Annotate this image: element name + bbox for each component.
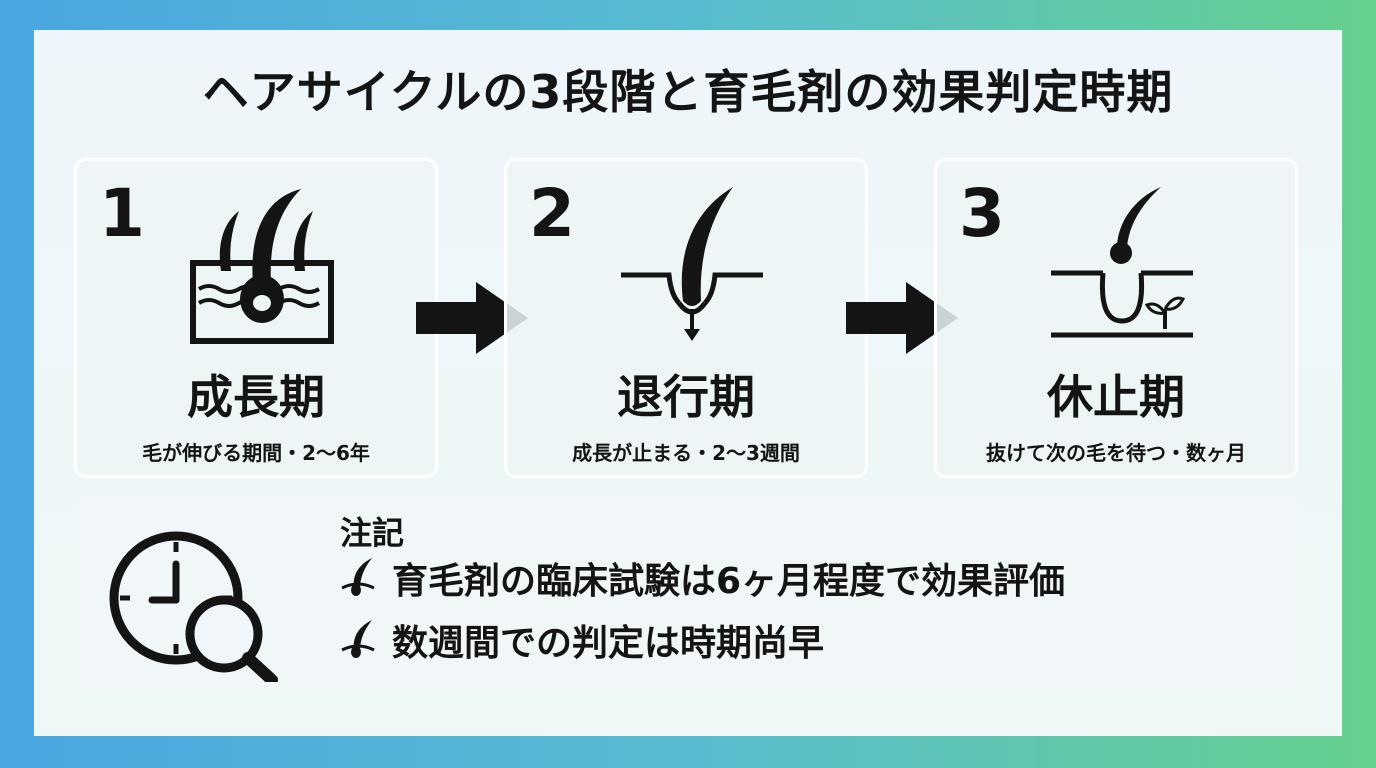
hair-follicle-bullet-icon	[341, 620, 375, 658]
note-item: 数週間での判定は時期尚早	[334, 616, 824, 664]
stage-description: 毛が伸びる期間・2〜6年	[142, 441, 370, 465]
stage-description: 成長が止まる・2〜3週間	[572, 441, 800, 465]
notes-box: 注記 育毛剤の臨床試験は6ヶ月程度で効果評価 数週間での判定は時期尚早	[78, 496, 1298, 692]
stage-name: 成長期	[187, 370, 325, 424]
notes-heading: 注記	[340, 514, 405, 552]
hair-follicle-bullet-icon	[341, 558, 375, 596]
note-text: 数週間での判定は時期尚早	[392, 623, 825, 664]
stage-name: 休止期	[1047, 370, 1185, 424]
stage-number: 2	[529, 175, 575, 252]
stage-card-telogen: 3 休止期 抜けて次の毛を待つ・数ヶ月	[934, 158, 1298, 478]
right-arrow-icon	[846, 282, 958, 358]
note-item: 育毛剤の臨床試験は6ヶ月程度で効果評価	[334, 554, 1065, 602]
growing-hair-follicle-icon	[177, 183, 347, 357]
shrinking-hair-follicle-icon	[607, 183, 777, 357]
stage-number: 3	[959, 175, 1005, 252]
stage-name: 退行期	[617, 370, 755, 424]
stage-card-catagen: 2 退行期 成長が止まる・2〜3週間	[504, 158, 868, 478]
page-title: ヘアサイクルの3段階と育毛剤の効果判定時期	[202, 65, 1174, 119]
stage-card-anagen: 1 成長期 毛が伸びる期間・2〜6年	[74, 158, 438, 478]
stage-description: 抜けて次の毛を待つ・数ヶ月	[986, 441, 1246, 465]
resting-hair-follicle-icon	[1037, 183, 1207, 357]
note-text: 育毛剤の臨床試験は6ヶ月程度で効果評価	[392, 561, 1066, 602]
stage-number: 1	[99, 175, 145, 252]
right-arrow-icon	[416, 282, 528, 358]
clock-magnifier-icon	[106, 522, 286, 686]
